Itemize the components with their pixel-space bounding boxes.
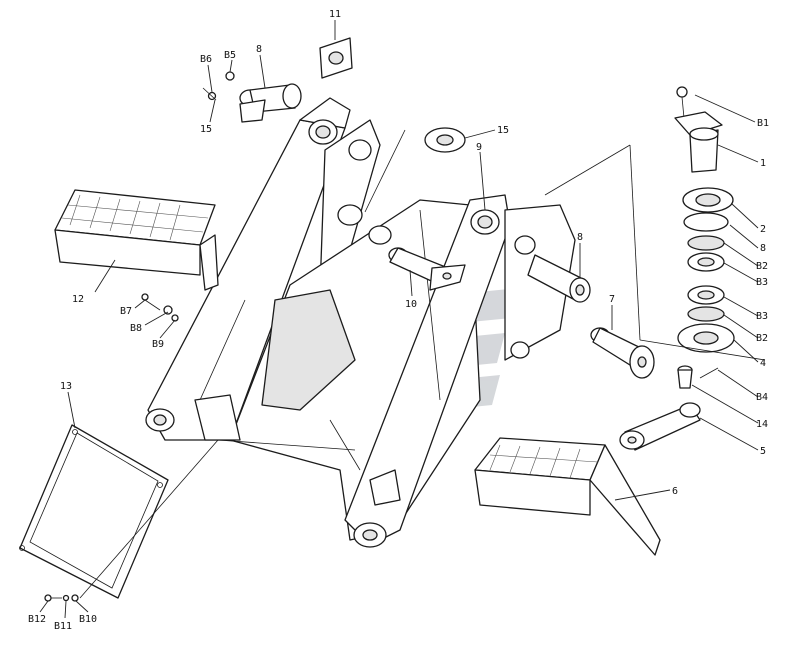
callout-13: 13	[60, 381, 72, 392]
right-pedal-pad	[474, 437, 661, 556]
callout-9: 9	[476, 142, 482, 153]
callout-b4: B4	[756, 392, 768, 403]
callout-b11: B11	[54, 621, 72, 632]
callout-b7: B7	[120, 306, 132, 317]
pedal-hardware	[44, 293, 179, 602]
lever-5	[619, 402, 701, 451]
callout-2: 2	[760, 224, 766, 235]
callout-b12: B12	[28, 614, 46, 625]
callout-8-top: 8	[256, 44, 262, 55]
callout-b2-lower: B2	[756, 333, 768, 344]
callout-b3-lower: B3	[756, 311, 768, 322]
callout-1: 1	[760, 158, 766, 169]
callout-b2-upper: B2	[756, 261, 768, 272]
stud-14	[677, 365, 719, 389]
leader-lines	[39, 20, 766, 619]
pedal-cover-plate	[19, 424, 169, 599]
washer-16	[424, 127, 466, 153]
top-pin-assembly	[202, 37, 353, 123]
bearing-stack	[674, 86, 735, 353]
callout-6: 6	[672, 486, 678, 497]
pivot-pin-10	[388, 247, 466, 291]
pedal-bracket-frame	[145, 97, 576, 548]
callout-16: 15	[497, 125, 509, 136]
callout-b10: B10	[79, 614, 97, 625]
callout-11: 11	[329, 9, 341, 20]
callout-15-left: 15	[200, 124, 212, 135]
callout-5: 5	[760, 446, 766, 457]
callout-b1: B1	[757, 118, 769, 129]
left-pedal-pad	[54, 189, 219, 291]
callout-8-stack: 8	[760, 243, 766, 254]
callout-b9: B9	[152, 339, 164, 350]
callout-b8: B8	[130, 323, 142, 334]
callout-10: 10	[405, 299, 417, 310]
callout-8-right: 8	[577, 232, 583, 243]
callout-14: 14	[756, 419, 768, 430]
callout-b3-upper: B3	[756, 277, 768, 288]
right-pin-8	[527, 254, 591, 303]
pin-7	[590, 327, 655, 379]
callout-12: 12	[72, 294, 84, 305]
callout-b5: B5	[224, 50, 236, 61]
callout-4: 4	[760, 358, 766, 369]
callout-labels: 11 8 B6 B5 15 15 9 10 8 7 B1 1 2 8 B2 B3…	[28, 9, 769, 632]
callout-7: 7	[609, 294, 615, 305]
callout-b6: B6	[200, 54, 212, 65]
